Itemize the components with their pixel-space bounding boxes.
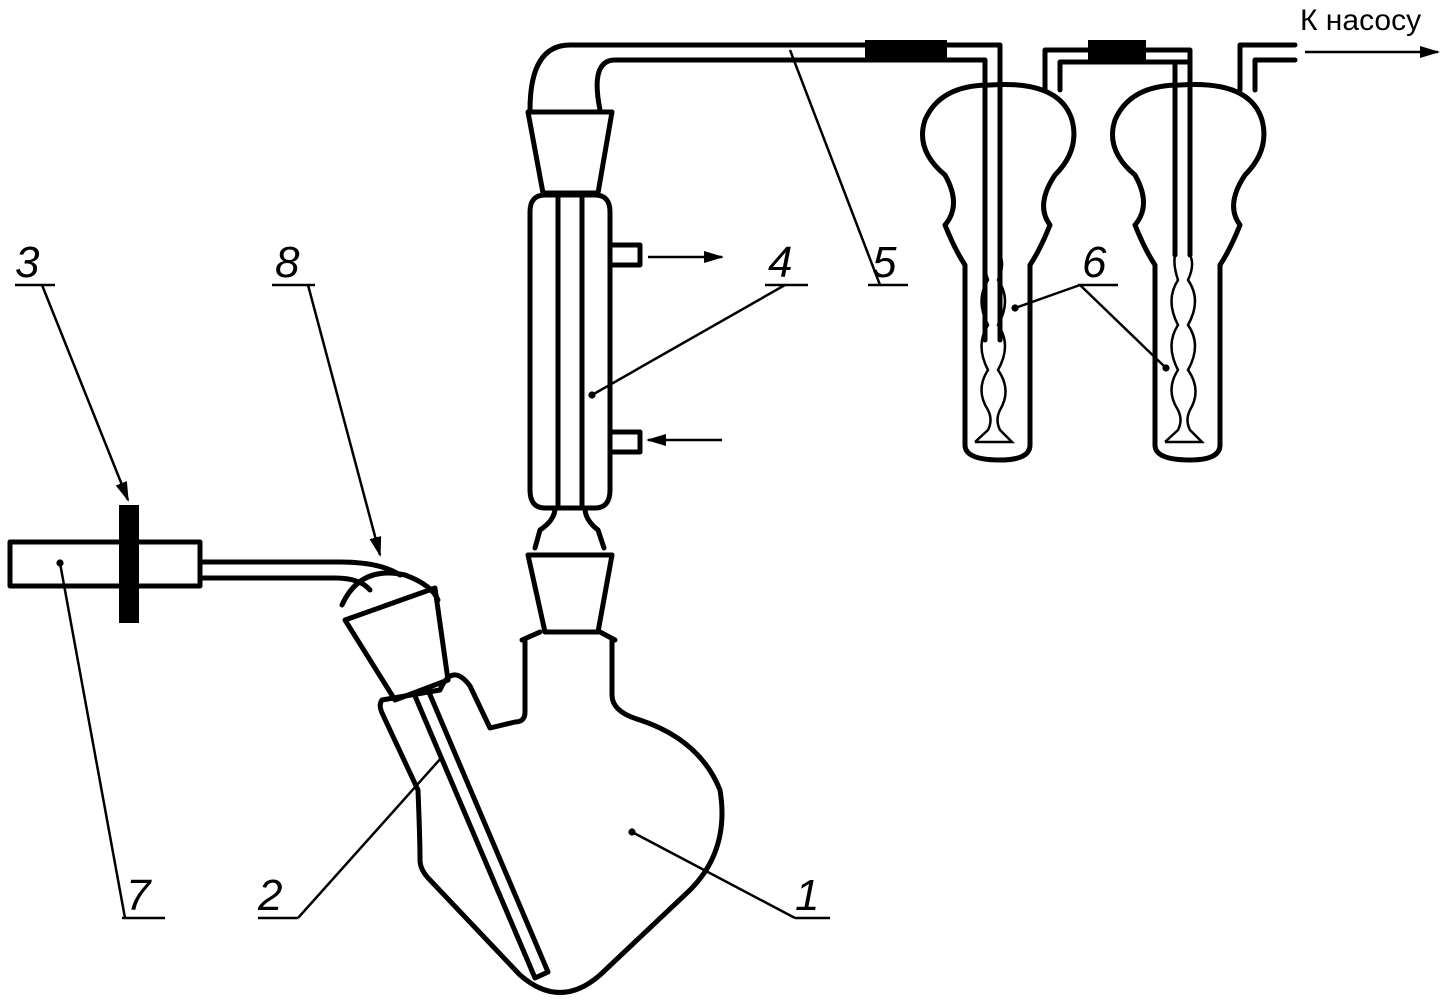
flask-stopper bbox=[519, 552, 618, 643]
flow-arrows bbox=[646, 46, 1440, 446]
label-8: 8 bbox=[275, 238, 300, 287]
label-2: 2 bbox=[257, 871, 282, 920]
label-7: 7 bbox=[126, 871, 152, 920]
leader-lines bbox=[15, 49, 1170, 920]
inlet-tube bbox=[412, 687, 551, 981]
label-1: 1 bbox=[795, 871, 819, 920]
reaction-flask bbox=[377, 637, 725, 995]
absorber-connector bbox=[1042, 40, 1298, 93]
side-stopper bbox=[339, 570, 451, 703]
label-6: 6 bbox=[1082, 238, 1107, 287]
label-4: 4 bbox=[768, 238, 792, 287]
part-labels: 1 2 3 4 5 6 7 8 К насосу bbox=[15, 4, 1421, 920]
label-5: 5 bbox=[872, 238, 897, 287]
absorber-bottle-1 bbox=[920, 81, 1077, 463]
absorber-bottle-2 bbox=[1110, 59, 1267, 463]
drying-tube bbox=[7, 539, 203, 589]
condenser-stopper bbox=[525, 109, 615, 196]
clamp bbox=[119, 505, 139, 623]
condenser bbox=[527, 192, 643, 551]
destination-label: К насосу bbox=[1300, 4, 1421, 37]
vapor-tube bbox=[527, 40, 1003, 343]
label-3: 3 bbox=[15, 238, 40, 287]
